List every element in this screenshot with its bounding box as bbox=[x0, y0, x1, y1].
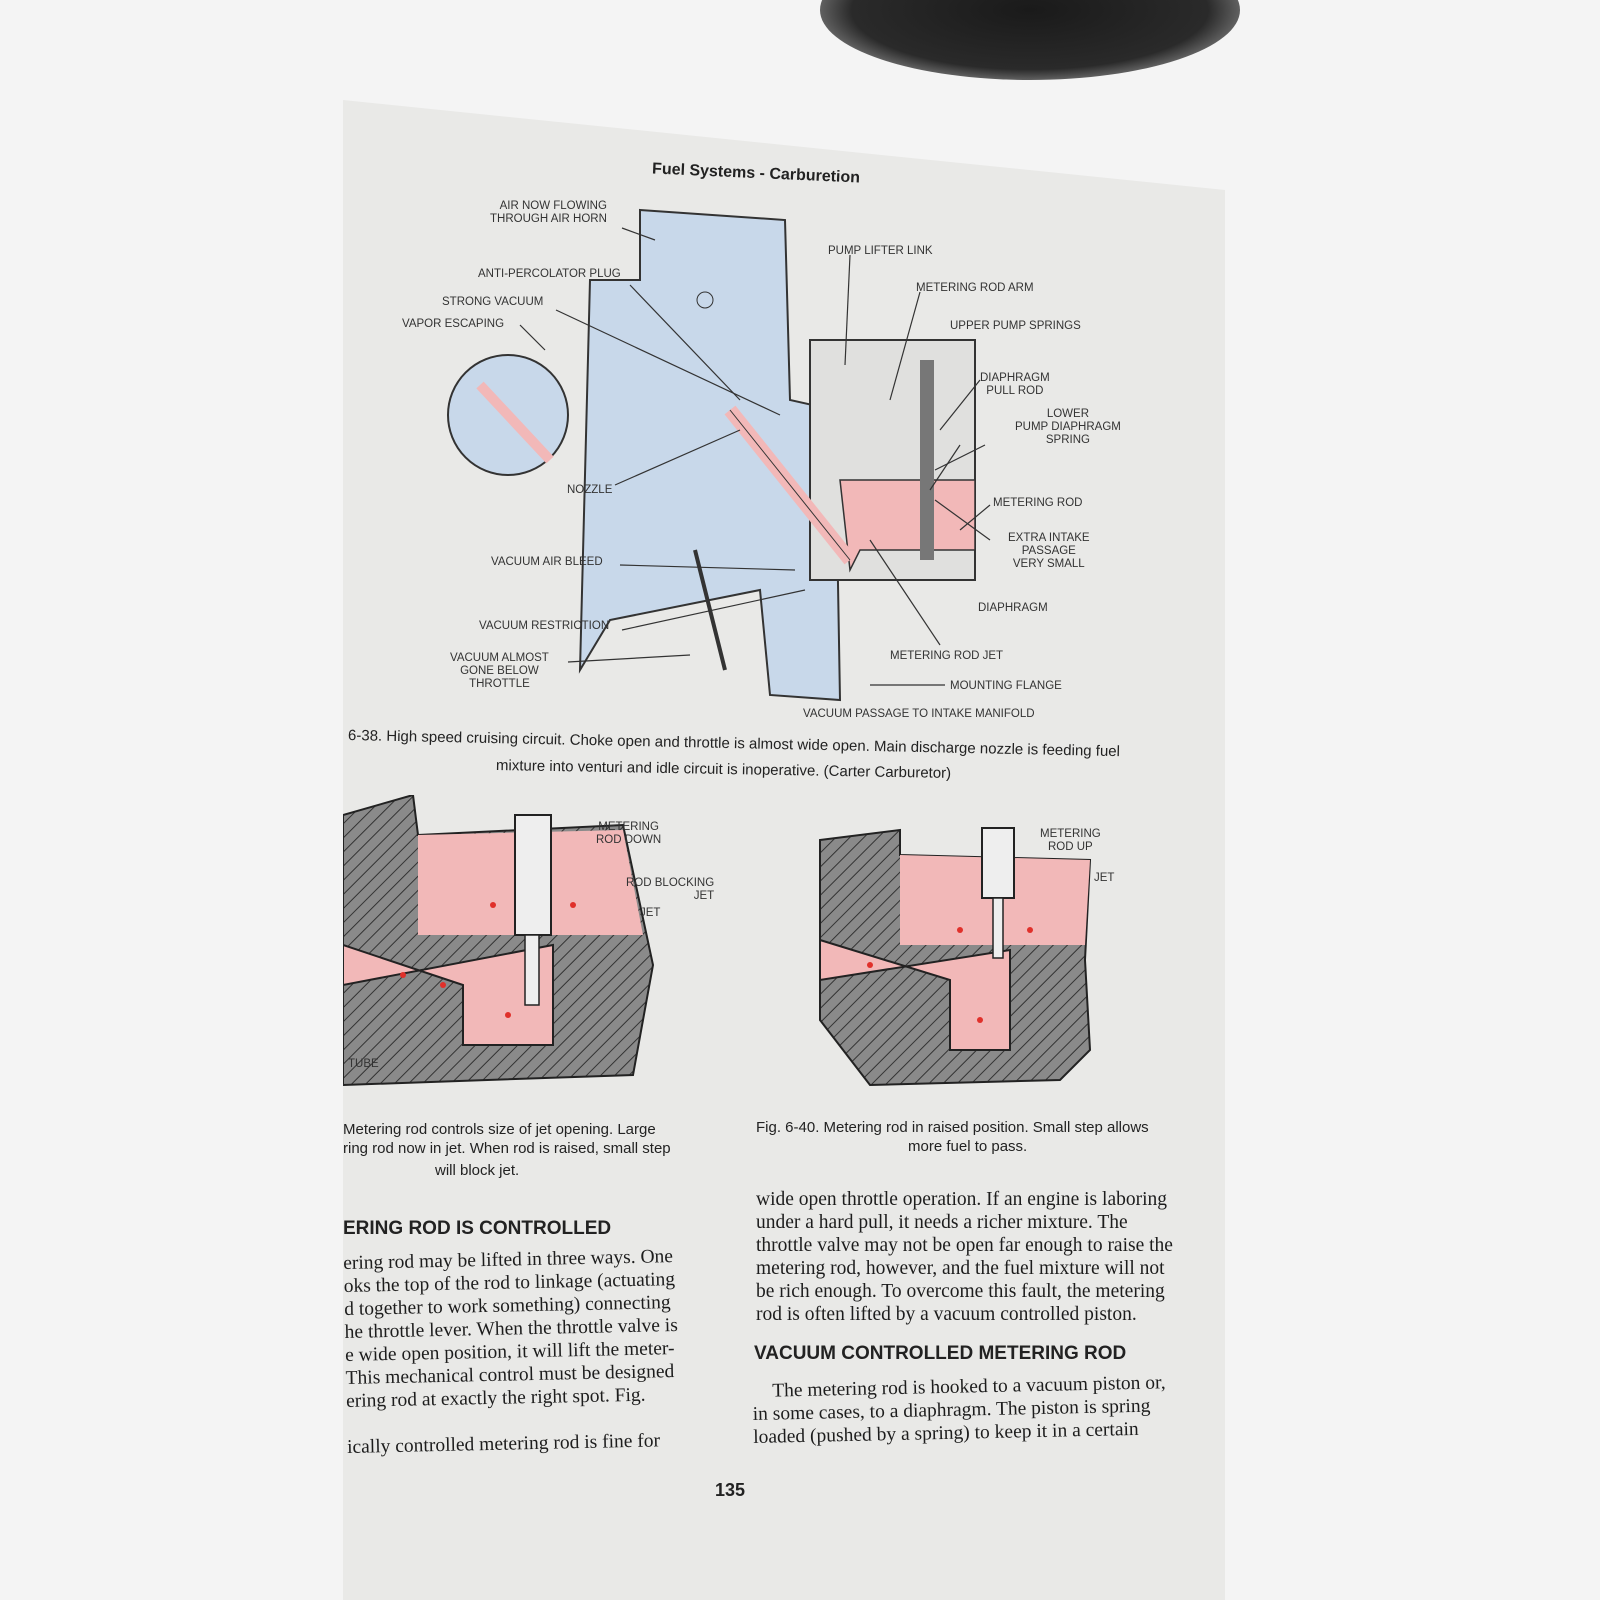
label-rod-blocking-jet: ROD BLOCKING JET bbox=[626, 877, 715, 902]
carburetor-diagram bbox=[447, 208, 991, 702]
label-diaphragm-pull-rod: DIAPHRAGM PULL ROD bbox=[980, 372, 1050, 397]
fig39-diagram bbox=[343, 795, 655, 1087]
label-lower-pump-spring: LOWER PUMP DIAPHRAGM SPRING bbox=[1015, 408, 1121, 446]
label-tube: TUBE bbox=[348, 1058, 379, 1070]
right-column-text: wide open throttle operation. If an engi… bbox=[756, 1188, 1196, 1326]
label-extra-intake-passage: EXTRA INTAKE PASSAGE VERY SMALL bbox=[1008, 532, 1090, 570]
text-line: wide open throttle operation. If an engi… bbox=[756, 1189, 1168, 1210]
label-jet-40: JET bbox=[1094, 872, 1115, 884]
label-mounting-flange: MOUNTING FLANGE bbox=[950, 680, 1062, 692]
label-vacuum-restriction: VACUUM RESTRICTION bbox=[479, 620, 610, 632]
label-upper-pump-springs: UPPER PUMP SPRINGS bbox=[950, 320, 1081, 332]
text-line: under a hard pull, it needs a richer mix… bbox=[756, 1212, 1128, 1233]
background-fur bbox=[820, 0, 1240, 80]
label-vacuum-passage: VACUUM PASSAGE TO INTAKE MANIFOLD bbox=[803, 708, 1035, 720]
label-metering-rod-up: METERING ROD UP bbox=[1040, 828, 1101, 853]
text-line: throttle valve may not be open far enoug… bbox=[756, 1235, 1173, 1256]
label-anti-percolator-plug: ANTI-PERCOLATOR PLUG bbox=[478, 268, 621, 280]
right-column-para2: The metering rod is hooked to a vacuum p… bbox=[752, 1371, 1167, 1449]
text-line: metering rod, however, and the fuel mixt… bbox=[756, 1258, 1165, 1279]
label-vacuum-almost-gone: VACUUM ALMOST GONE BELOW THROTTLE bbox=[450, 652, 549, 690]
fig39-caption-line: Metering rod controls size of jet openin… bbox=[343, 1121, 656, 1138]
fig39-caption-line: ring rod now in jet. When rod is raised,… bbox=[343, 1140, 671, 1157]
label-vacuum-air-bleed: VACUUM AIR BLEED bbox=[491, 556, 603, 568]
air-horn-body bbox=[578, 208, 842, 702]
left-section-heading: ERING ROD IS CONTROLLED bbox=[343, 1218, 612, 1239]
label-metering-rod: METERING ROD bbox=[993, 497, 1083, 509]
fig40-diagram bbox=[819, 827, 1092, 1087]
label-diaphragm: DIAPHRAGM bbox=[978, 602, 1048, 614]
fig40-caption-line: Fig. 6-40. Metering rod in raised positi… bbox=[756, 1119, 1149, 1136]
label-metering-rod-arm: METERING ROD ARM bbox=[916, 282, 1034, 294]
fig39-caption-line: will block jet. bbox=[435, 1162, 520, 1179]
left-column-text: ering rod may be lifted in three ways. O… bbox=[343, 1245, 680, 1459]
label-vapor-escaping: VAPOR ESCAPING bbox=[402, 318, 505, 330]
label-metering-rod-down: METERING ROD DOWN bbox=[596, 821, 662, 846]
right-section-heading: VACUUM CONTROLLED METERING ROD bbox=[754, 1343, 1127, 1364]
page-number: 135 bbox=[715, 1480, 746, 1500]
label-metering-rod-jet: METERING ROD JET bbox=[890, 650, 1004, 662]
text-line: rod is often lifted by a vacuum controll… bbox=[756, 1304, 1137, 1325]
label-air-now-flowing: AIR NOW FLOWING THROUGH AIR HORN bbox=[490, 200, 607, 225]
label-jet-39: JET bbox=[640, 907, 661, 919]
label-nozzle: NOZZLE bbox=[567, 484, 613, 496]
fig40-caption-line: more fuel to pass. bbox=[908, 1138, 1028, 1155]
label-pump-lifter-link: PUMP LIFTER LINK bbox=[828, 245, 933, 257]
text-line: be rich enough. To overcome this fault, … bbox=[756, 1281, 1165, 1302]
label-strong-vacuum: STRONG VACUUM bbox=[442, 296, 544, 308]
